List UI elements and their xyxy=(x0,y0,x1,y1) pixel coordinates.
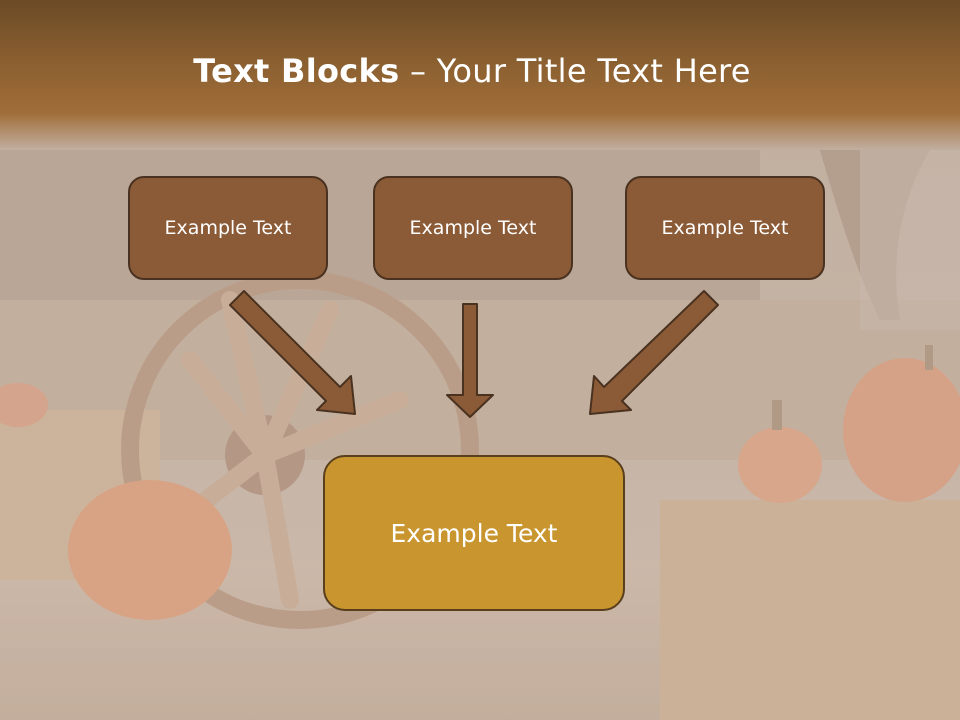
text-block-1-label: Example Text xyxy=(164,217,292,239)
text-block-1[interactable]: Example Text xyxy=(128,176,328,280)
title-dash: – xyxy=(409,52,427,90)
text-block-3[interactable]: Example Text xyxy=(625,176,825,280)
main-text-block-label: Example Text xyxy=(390,518,558,548)
title-rest-part: Your Title Text Here xyxy=(436,52,751,90)
text-block-2[interactable]: Example Text xyxy=(373,176,573,280)
text-block-2-label: Example Text xyxy=(409,217,537,239)
slide-title: Text Blocks – Your Title Text Here xyxy=(0,52,944,90)
text-block-3-label: Example Text xyxy=(661,217,789,239)
title-header-band xyxy=(0,0,960,150)
title-bold-part: Text Blocks xyxy=(193,52,400,90)
main-text-block[interactable]: Example Text xyxy=(323,455,625,611)
